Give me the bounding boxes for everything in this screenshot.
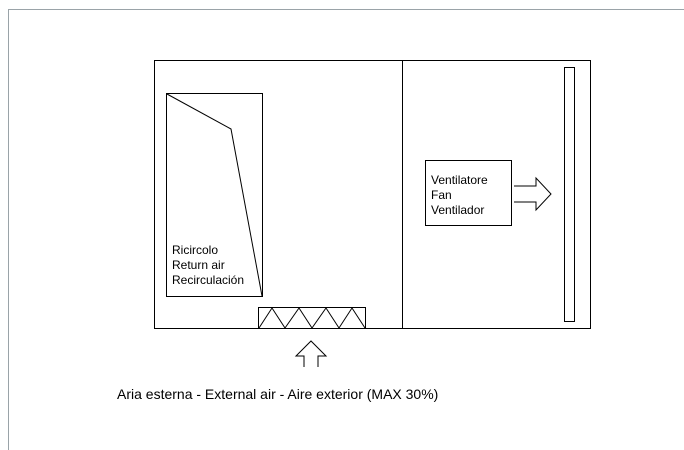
filter-zigzag xyxy=(258,307,366,329)
return-air-label-es: Recirculación xyxy=(172,273,245,287)
fan-box xyxy=(425,160,512,226)
fan-label-it: Ventilatore xyxy=(431,173,488,187)
fan-label-en: Fan xyxy=(431,188,452,202)
outlet-bar xyxy=(564,67,575,322)
return-air-label-en: Return air xyxy=(172,258,225,272)
external-air-arrow xyxy=(294,340,328,367)
external-air-caption: Aria esterna - External air - Aire exter… xyxy=(117,386,439,402)
damper-blade-line xyxy=(166,93,263,297)
unit-outline xyxy=(154,60,591,329)
filter-box xyxy=(258,307,366,329)
discharge-arrow xyxy=(514,176,552,212)
frame-top-border xyxy=(8,9,684,10)
return-air-label-it: Ricircolo xyxy=(172,243,219,257)
return-air-damper-box xyxy=(166,93,263,297)
frame-left-border xyxy=(8,9,9,450)
fan-label-es: Ventilador xyxy=(431,203,485,217)
